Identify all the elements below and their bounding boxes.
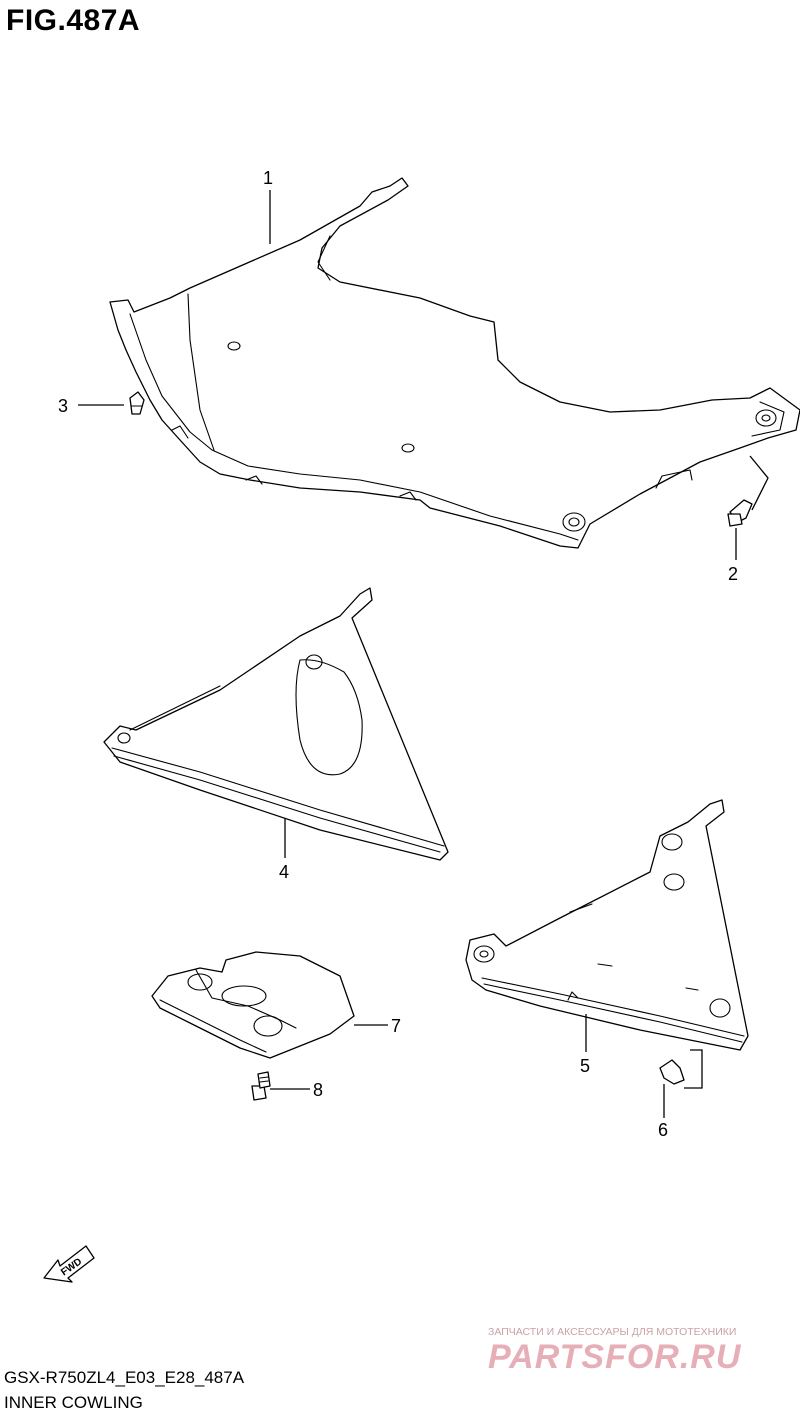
part-4-inner-panel [103,587,449,861]
figure-title: FIG.487A [6,4,141,37]
callout-3: 3 [58,396,68,416]
watermark-logo: PARTSFOR.RU [488,1338,742,1376]
part-1-inner-cowling [109,177,800,549]
callout-8: 8 [313,1080,323,1100]
callout-5: 5 [580,1056,590,1076]
section-name: INNER COWLING [4,1393,143,1412]
callout-4: 4 [279,862,289,882]
part-8-bolt [251,1071,271,1101]
callout-1: 1 [263,168,273,188]
fwd-arrow-icon: FWD [43,1245,95,1283]
model-code: GSX-R750ZL4_E03_E28_487A [4,1368,245,1387]
callout-7: 7 [391,1016,401,1036]
part-7-pad [151,951,355,1059]
part-6-clip [659,1059,685,1085]
callout-2: 2 [728,564,738,584]
watermark-subtitle: ЗАПЧАСТИ И АКСЕССУАРЫ ДЛЯ МОТОТЕХНИКИ [488,1326,737,1338]
part-2-clip [727,499,753,527]
part-3-clip [129,391,145,415]
part-5-bracket-panel [465,799,749,1051]
callout-6: 6 [658,1120,668,1140]
